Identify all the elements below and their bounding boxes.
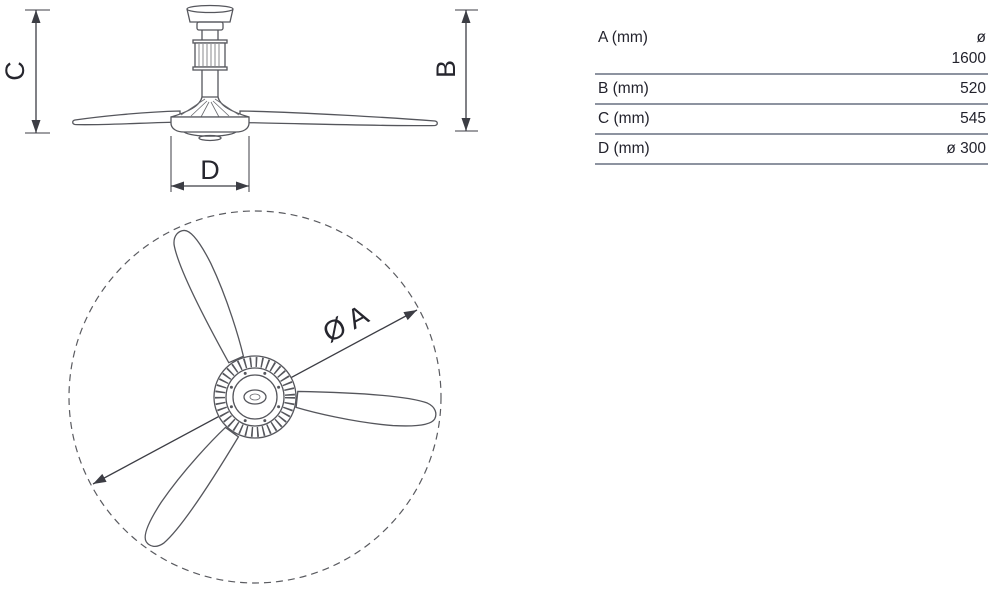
spec-row-b: B (mm) 520 xyxy=(595,75,988,105)
dim-label-b: B xyxy=(431,60,461,78)
dimension-c: C xyxy=(0,9,50,134)
dim-label-diameter-a: Ø A xyxy=(318,299,374,349)
spec-row-c: C (mm) 545 xyxy=(595,105,988,135)
spec-row-d: D (mm) ø 300 xyxy=(595,135,988,165)
spec-value-d: ø 300 xyxy=(946,140,986,157)
dimension-b: B xyxy=(431,9,478,132)
dim-label-d: D xyxy=(200,155,220,185)
spec-label-c: C (mm) xyxy=(598,110,650,127)
spec-value-c: 545 xyxy=(960,110,986,127)
dimension-d: D xyxy=(170,136,250,192)
spec-row-a: A (mm) ø 1600 xyxy=(595,24,988,75)
fan-hub xyxy=(213,355,297,439)
dimension-table: A (mm) ø 1600 B (mm) 520 C (mm) 545 D (m… xyxy=(595,24,988,165)
fan-top-view-drawing: Ø A xyxy=(68,210,442,584)
dim-label-c: C xyxy=(0,61,30,81)
spec-label-b: B (mm) xyxy=(598,80,649,97)
fan-blades-top xyxy=(144,229,437,547)
blade-sweep-circle xyxy=(68,210,442,584)
spec-label-d: D (mm) xyxy=(598,140,650,157)
spec-label-a: A (mm) xyxy=(598,29,648,46)
fan-side-silhouette xyxy=(72,4,438,142)
spec-value-a: ø 1600 xyxy=(951,29,986,67)
fan-side-view-drawing: C B xyxy=(0,4,478,192)
spec-value-b: 520 xyxy=(960,80,986,97)
